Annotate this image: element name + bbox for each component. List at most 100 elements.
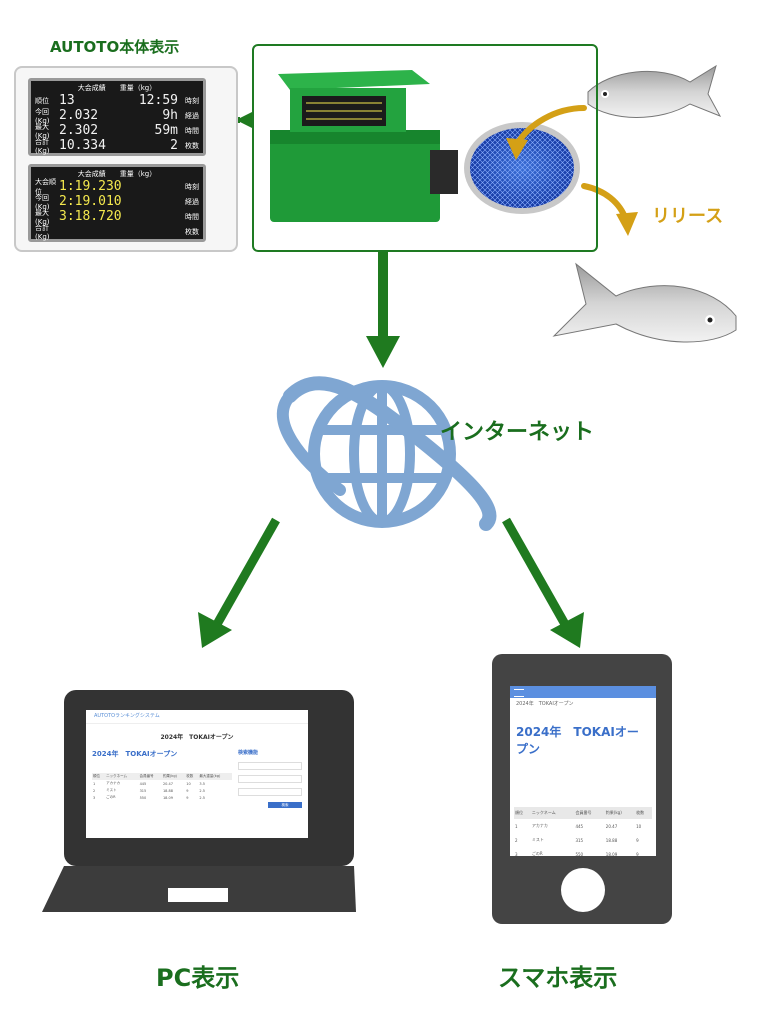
release-label: リリース [652, 206, 724, 227]
lcd-row-value2: 12:59 [138, 93, 178, 108]
table-header: 枚数 [636, 810, 645, 815]
table-cell: アカナカ [106, 781, 121, 785]
table-cell: 1 [515, 823, 518, 829]
table-row: 2 ミスト 315 18.88 9 2.5 [92, 787, 232, 794]
table-cell: 9 [636, 837, 639, 843]
lcd-row: 今回(Kg) 2:19.010 経過 [35, 193, 199, 211]
lcd-header: 大会成績 重量（kg） [77, 170, 157, 178]
table-header: 枚数 [186, 774, 194, 778]
lcd-row-value2: 59m [154, 123, 178, 138]
laptop-base [42, 866, 356, 912]
table-header: 順位 [93, 774, 100, 778]
table-cell: 9 [636, 851, 639, 857]
table-cell: 550 [139, 795, 147, 800]
lcd-row-label: 最大(Kg) [35, 122, 50, 140]
lcd-row-value: 2:19.010 [59, 194, 122, 209]
table-cell: 3 [515, 851, 518, 857]
lcd-row-unit: 経過 [185, 111, 199, 120]
table-cell: 20.47 [162, 781, 173, 786]
table-cell: 10 [186, 781, 191, 786]
pc-search-field[interactable] [238, 762, 302, 770]
lcd-row-value: 2.032 [59, 108, 99, 123]
lcd-row-label: 今回(Kg) [35, 107, 50, 125]
table-cell: 10 [636, 823, 642, 829]
table-cell: 2 [515, 837, 518, 843]
table-header: 釣果(kg) [162, 774, 177, 778]
smartphone-screen: 2024年 TOKAIオープン 2024年 TOKAIオープン 順位 ニックネー… [510, 686, 656, 856]
lcd-row-unit: 枚数 [185, 227, 199, 236]
lcd-row-value: 1:19.230 [59, 179, 122, 194]
lcd-row: 合計(Kg) 10.334 2 枚数 [35, 138, 199, 155]
autoto-machine-illustration [270, 70, 458, 222]
lcd-row: 今回(Kg) 2.032 9h 経過 [35, 107, 199, 125]
autoto-display-label: AUTOTO本体表示 [50, 38, 180, 56]
lcd-row-value2: 9h [162, 108, 178, 123]
lcd-row-label: 最大(Kg) [35, 208, 50, 226]
pc-section-title: 2024年 TOKAIオープン [92, 750, 178, 758]
phone-navbar [510, 686, 656, 698]
table-cell: 2.5 [199, 788, 205, 793]
arrow-to-internet [366, 250, 400, 368]
lcd-row: 大会順位 1:19.230 時刻 [35, 177, 199, 196]
fish-top-icon [587, 64, 722, 118]
pc-display-label: PC表示 [156, 964, 240, 992]
table-cell: 445 [139, 781, 147, 786]
table-cell: ミスト [531, 837, 544, 842]
arrow-to-smartphone [502, 517, 584, 648]
lcd-row-label: 順位 [35, 96, 49, 105]
lcd-row: 最大(Kg) 3:18.720 時間 [35, 208, 199, 226]
internet-label: インターネット [440, 420, 595, 445]
pc-search-title: 検索機能 [238, 750, 259, 756]
table-cell: 18.88 [605, 837, 618, 843]
lcd-header: 大会成績 重量（kg） [77, 84, 157, 92]
table-row: 1 アカナカ 445 20.47 10 3.5 [92, 780, 232, 787]
pc-brand: AUTOTOランキングシステム [94, 713, 160, 719]
lcd-row: 順位 13 12:59 時刻 [35, 93, 199, 108]
lcd-row-value: 3:18.720 [59, 209, 122, 224]
table-cell: 9 [186, 795, 189, 800]
table-cell: 315 [575, 837, 584, 843]
table-cell: ごのR [106, 795, 116, 799]
lcd-row-value: 2.302 [59, 123, 99, 138]
lcd-display-top: 大会成績 重量（kg） 順位 13 12:59 時刻 今回(Kg) 2.032 … [28, 78, 206, 156]
table-cell: 2 [93, 788, 96, 793]
lcd-row: 最大(Kg) 2.302 59m 時間 [35, 122, 199, 140]
table-cell: 1 [93, 781, 96, 786]
table-header: 最大重量(kg) [199, 774, 221, 778]
table-cell: 550 [575, 851, 584, 857]
release-arrows [506, 105, 638, 236]
table-cell: 18.88 [162, 788, 173, 793]
hamburger-menu-icon[interactable] [514, 689, 524, 697]
lcd-row-unit: 時刻 [185, 182, 199, 191]
table-cell: ミスト [106, 788, 117, 792]
smartphone-display-label: スマホ表示 [498, 964, 618, 992]
pc-event-title: 2024年 TOKAIオープン [160, 734, 234, 741]
lcd-row-label: 合計(Kg) [35, 223, 50, 241]
lcd-row-value: 10.334 [59, 138, 106, 153]
lcd-row-value2: 2 [170, 138, 178, 153]
lcd-row-unit: 時間 [185, 212, 199, 221]
table-header: ニックネーム [531, 810, 556, 815]
table-header: ニックネーム [106, 774, 128, 778]
table-cell: ごのR [531, 851, 543, 856]
pc-search-button[interactable]: 検索 [268, 802, 302, 808]
pc-search-field[interactable] [238, 775, 302, 783]
lcd-row-label: 大会順位 [35, 177, 56, 196]
table-header: 順位 [515, 810, 523, 815]
table-cell: 3.5 [199, 781, 205, 786]
pc-search-field[interactable] [238, 788, 302, 796]
phone-event-title: 2024年 TOKAIオープン [516, 725, 639, 756]
table-row: 2 ミスト 315 18.88 9 [514, 833, 652, 847]
lcd-row: 合計(Kg) 枚数 [35, 223, 199, 241]
table-cell: 315 [139, 788, 147, 793]
table-cell: 9 [186, 788, 189, 793]
machine-photo-frame [252, 44, 598, 252]
laptop-screen: AUTOTOランキングシステム 2024年 TOKAIオープン 2024年 TO… [86, 710, 308, 838]
phone-home-button[interactable] [561, 868, 605, 912]
table-cell: 3 [93, 795, 96, 800]
internet-globe-icon [276, 376, 497, 531]
lcd-row-label: 今回(Kg) [35, 193, 50, 211]
